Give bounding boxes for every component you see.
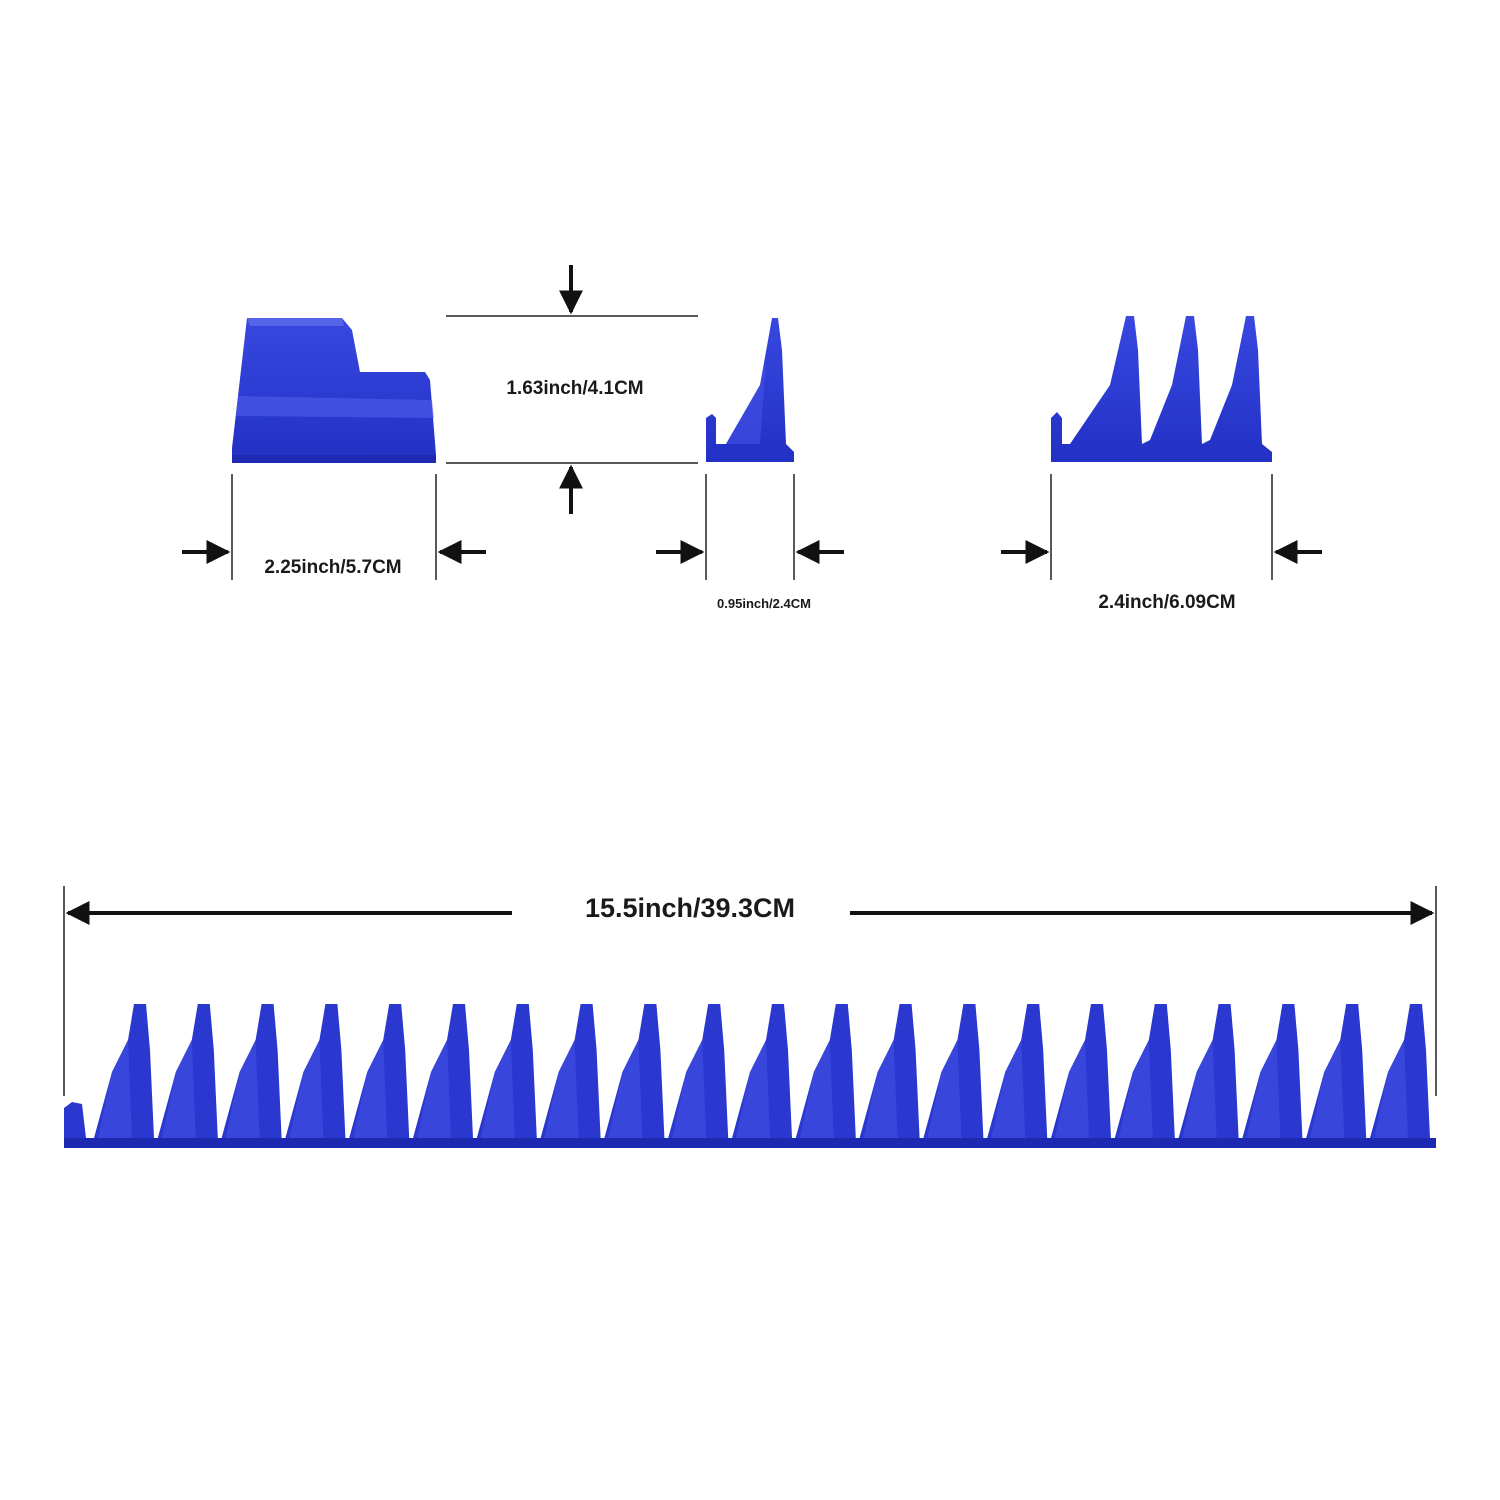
height-dimension: [446, 265, 698, 514]
rail-tooth: [1374, 1040, 1408, 1138]
rail-base: [64, 1138, 1436, 1148]
rail-tooth: [225, 1040, 260, 1138]
full-rail-length-dimension: [63, 886, 1437, 1096]
rail-tooth: [799, 1040, 834, 1138]
single-tooth-width-dimension: [656, 474, 844, 580]
triple-tooth-width-label: 2.4inch/6.09CM: [1098, 592, 1236, 613]
single-clip-side-view: [232, 318, 436, 463]
rail-tooth: [927, 1040, 962, 1138]
rail-tooth: [1055, 1040, 1089, 1138]
full-rail-length-label: 15.5inch/39.3CM: [584, 893, 796, 923]
rail-tooth: [544, 1040, 579, 1138]
rail-tooth: [417, 1040, 451, 1138]
single-tooth-width-label: 0.95inch/2.4CM: [717, 596, 811, 611]
single-tooth-view: [706, 318, 794, 462]
rail-tooth: [1310, 1040, 1345, 1138]
rail-tooth: [1118, 1040, 1153, 1138]
rail-tooth: [991, 1040, 1026, 1138]
rail-tooth: [608, 1040, 643, 1138]
single-clip-length-dimension: [182, 474, 486, 580]
rail-tooth: [1246, 1040, 1281, 1138]
rail-tooth: [863, 1040, 898, 1138]
rail-tooth: [98, 1040, 132, 1138]
rail-tooth: [353, 1040, 388, 1138]
rail-tooth: [480, 1040, 515, 1138]
triple-tooth-view: [1051, 316, 1272, 462]
rail-tooth: [672, 1040, 707, 1138]
single-clip-length-label: 2.25inch/5.7CM: [264, 557, 402, 578]
rail-tooth: [1182, 1040, 1217, 1138]
height-label: 1.63inch/4.1CM: [506, 378, 644, 399]
full-rail-view: [64, 1004, 1436, 1148]
rail-tooth: [736, 1040, 770, 1138]
triple-tooth-width-dimension: [1001, 474, 1322, 580]
rail-tooth: [161, 1040, 196, 1138]
rail-tooth: [289, 1040, 324, 1138]
